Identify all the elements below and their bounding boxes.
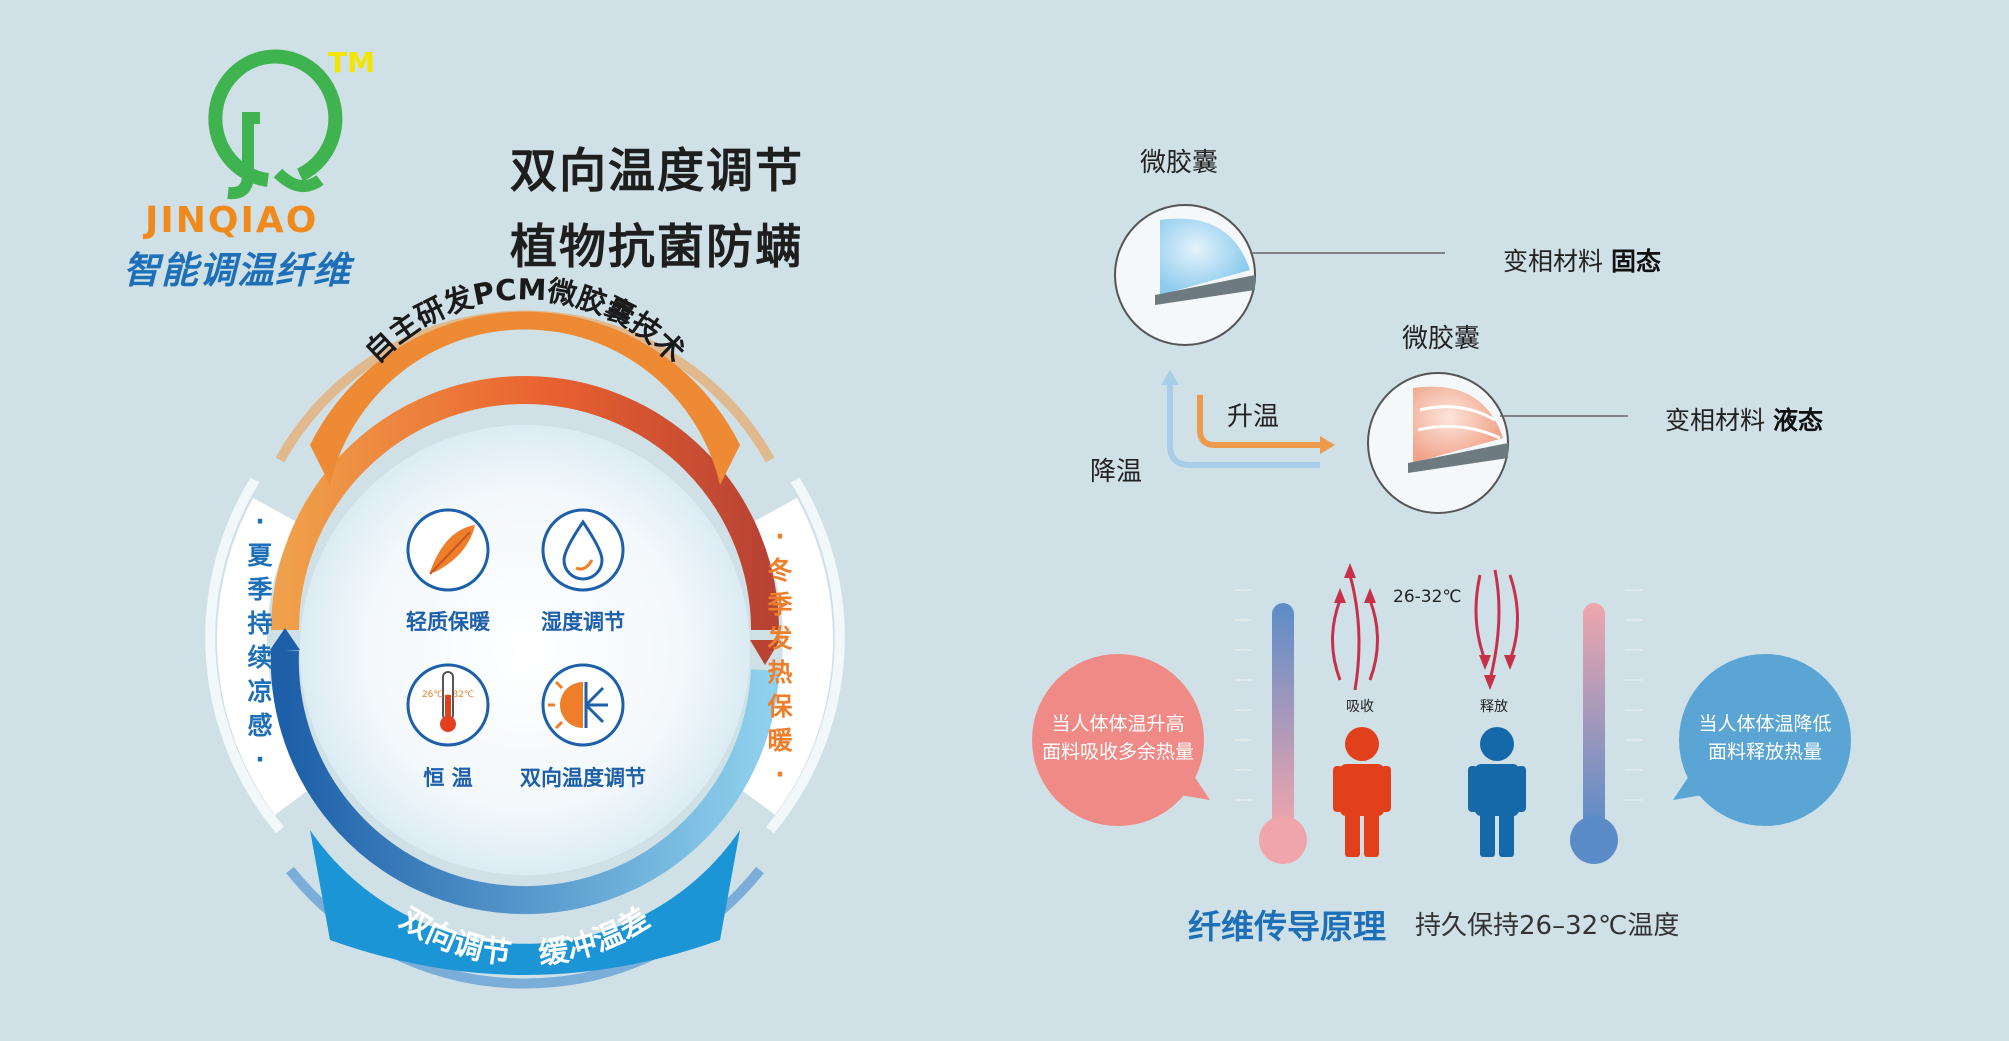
person-cold-icon <box>1468 727 1526 857</box>
capsule-liquid <box>1367 372 1628 514</box>
left-bubble-line-2: 面料吸收多余热量 <box>1041 741 1194 763</box>
thermometer-right <box>1570 603 1618 864</box>
pcm-ring-diagram: 自主研发PCM微胶囊技术 双向调节 缓冲温差 ·夏季持续凉感· ·冬季发热保暖·… <box>190 272 860 1010</box>
brand-name: JINQIAO <box>145 200 319 241</box>
summer-cool-text: ·夏季持续凉感· <box>247 507 273 774</box>
headline-line-1: 双向温度调节 <box>510 144 804 199</box>
capsule-label-liquid: 微胶囊 <box>1402 324 1481 354</box>
brand-tagline: 智能调温纤维 <box>123 249 351 292</box>
release-arrows <box>1474 569 1519 681</box>
person-hot-icon <box>1333 727 1391 857</box>
state-label-solid: 变相材料 固态 <box>1503 242 1661 278</box>
outer-right-arc <box>766 477 845 834</box>
state-liquid-prefix: 变相材料 <box>1665 406 1766 435</box>
cool-down-label: 降温 <box>1090 457 1143 487</box>
feature-label-constant-temp: 恒 温 <box>423 766 473 790</box>
jinqiao-logo <box>150 45 410 295</box>
feature-label-bidirectional: 双向温度调节 <box>520 766 646 790</box>
temperature-range-label: 26-32℃ <box>1393 587 1462 607</box>
feature-label-lightweight: 轻质保暖 <box>406 610 490 634</box>
inner-circle <box>300 425 750 875</box>
feature-label-humidity: 湿度调节 <box>541 610 625 634</box>
feather-icon <box>406 508 490 592</box>
conduction-subtitle: 持久保持26–32℃温度 <box>1415 911 1680 941</box>
sun-snowflake-icon <box>541 663 625 747</box>
heat-up-label: 升温 <box>1227 402 1280 432</box>
right-band <box>734 498 833 815</box>
warm-arc-arrow <box>750 640 780 665</box>
state-solid-prefix: 变相材料 <box>1503 247 1604 276</box>
state-solid-value: 固态 <box>1610 247 1661 276</box>
warm-arc <box>271 376 779 631</box>
headline-line-2: 植物抗菌防螨 <box>510 220 804 275</box>
capsule-label-solid: 微胶囊 <box>1140 148 1219 178</box>
thermo-tick-marks <box>1235 589 1642 801</box>
capsule-solid <box>1114 204 1445 346</box>
jq-logo-icon <box>208 49 343 200</box>
outer-left-arc <box>205 477 284 834</box>
cool-arc-arrow <box>270 628 300 650</box>
thermometer-icon: 26℃ - 32℃ <box>406 663 490 747</box>
absorb-arrows <box>1331 574 1379 691</box>
top-banner <box>310 311 740 485</box>
left-bubble-text: 当人体体温升高 面料吸收多余热量 <box>1028 710 1208 766</box>
absorb-label: 吸收 <box>1346 699 1374 715</box>
state-label-liquid: 变相材料 液态 <box>1665 401 1823 437</box>
left-band <box>217 498 316 815</box>
water-drop-icon <box>541 508 625 592</box>
right-bubble-line-2: 面料释放热量 <box>1707 741 1822 763</box>
bottom-banner <box>310 830 740 975</box>
winter-warm-text: ·冬季发热保暖· <box>766 522 793 789</box>
right-bubble-text: 当人体体温降低 面料释放热量 <box>1675 710 1855 766</box>
right-bubble-line-1: 当人体体温降低 <box>1698 713 1832 735</box>
conduction-title: 纤维传导原理 <box>1188 907 1386 946</box>
trademark-mark: TM <box>328 46 375 79</box>
state-liquid-value: 液态 <box>1772 406 1823 435</box>
svg-text:26℃ - 32℃: 26℃ - 32℃ <box>422 690 474 700</box>
release-label: 释放 <box>1480 699 1508 715</box>
left-bubble-line-1: 当人体体温升高 <box>1051 713 1185 735</box>
thermometer-left <box>1259 603 1307 864</box>
cool-arc <box>270 649 779 915</box>
